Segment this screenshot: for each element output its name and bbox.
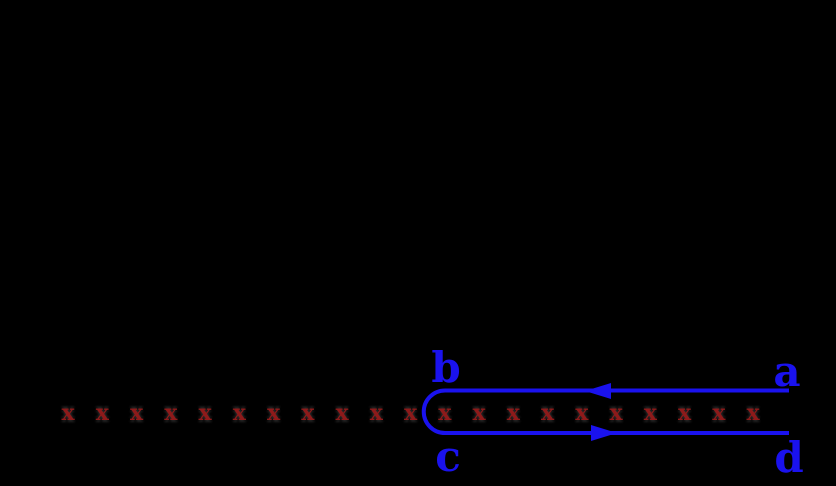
pole-marker-x: x: [232, 400, 246, 426]
pole-marker-x: x: [506, 400, 520, 426]
pole-marker-x: x: [746, 400, 760, 426]
pole-marker-x: x: [609, 400, 623, 426]
contour-path: [421, 388, 789, 435]
pole-marker-x: x: [129, 400, 144, 426]
label-b: b: [431, 343, 460, 392]
pole-marker-x: x: [438, 400, 452, 426]
pole-marker-x: x: [266, 400, 281, 426]
pole-marker-x: x: [540, 400, 555, 426]
label-a: a: [773, 347, 800, 396]
pole-marker-x: x: [575, 400, 589, 426]
pole-marker-x: x: [61, 400, 75, 426]
pole-marker-x: x: [164, 400, 178, 426]
pole-marker-x: x: [712, 400, 726, 426]
pole-marker-x: x: [369, 400, 383, 426]
pole-marker-x: x: [643, 400, 657, 426]
pole-marker-x: x: [95, 400, 109, 426]
arrowhead-left-icon: [585, 383, 611, 399]
pole-marker-x: x: [472, 400, 486, 426]
label-c: c: [435, 432, 461, 481]
pole-marker-x: x: [335, 400, 349, 426]
pole-marker-x: x: [677, 400, 692, 426]
arrowhead-right-icon: [591, 425, 617, 441]
pole-marker-x: x: [403, 400, 418, 426]
pole-marker-x: x: [301, 400, 315, 426]
label-d: d: [774, 433, 803, 482]
pole-marker-x: x: [198, 400, 212, 426]
